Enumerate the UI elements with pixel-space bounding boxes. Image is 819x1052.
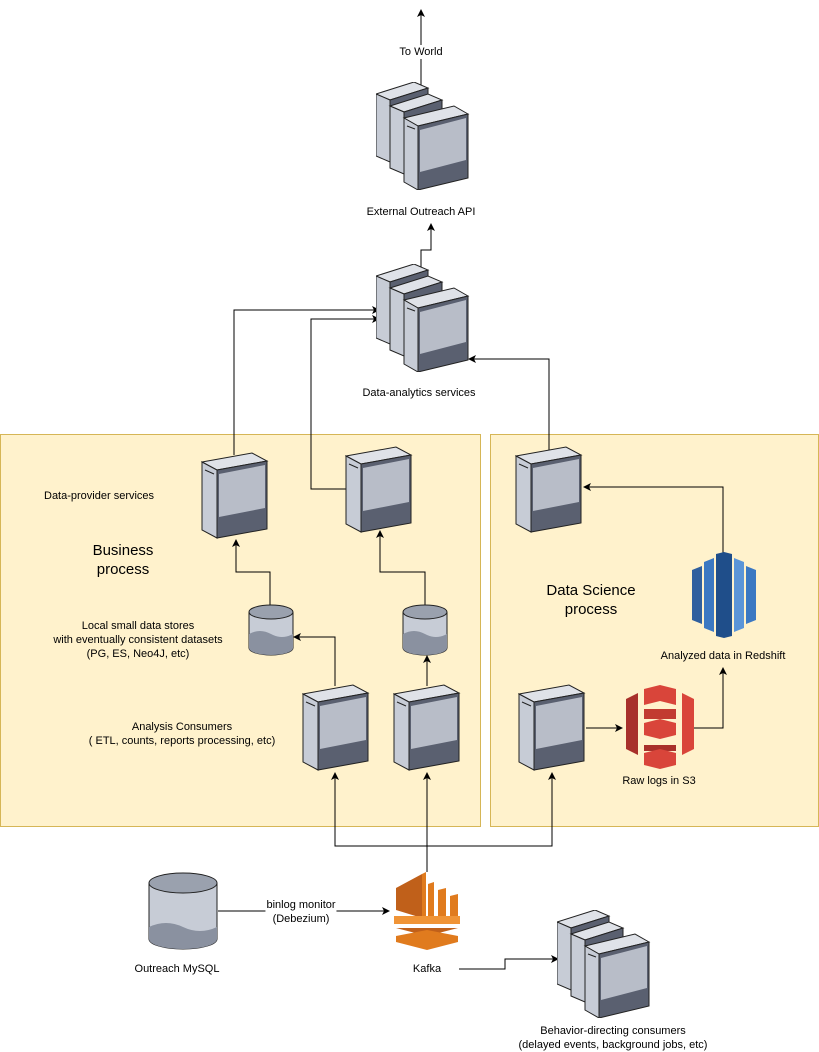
- edge-store1-to-provider: [232, 539, 271, 607]
- database-icon: [148, 872, 218, 950]
- data-provider-server: [201, 452, 269, 540]
- business-process-line-2: process: [96, 561, 150, 578]
- edge-kafka-to-behavior: [459, 955, 559, 970]
- business-server-2: [345, 446, 413, 534]
- business-process-title: Business process: [93, 541, 154, 579]
- local-stores-line-3: (PG, ES, Neo4J, etc): [86, 648, 190, 660]
- local-store-db-2: [402, 604, 448, 656]
- analysis-consumer-server-2: [393, 684, 461, 772]
- local-stores-label: Local small data stores with eventually …: [53, 619, 222, 661]
- server-icon: [345, 446, 413, 533]
- edge-s3-to-redshift: [694, 667, 727, 729]
- database-icon: [402, 604, 448, 656]
- binlog-monitor-line-2: (Debezium): [272, 913, 330, 925]
- analysis-consumers-label: Analysis Consumers ( ETL, counts, report…: [89, 720, 275, 748]
- local-stores-line-1: Local small data stores: [81, 620, 195, 632]
- analysis-consumer-server-1: [302, 684, 370, 772]
- binlog-monitor-label: binlog monitor (Debezium): [265, 898, 337, 926]
- s3-bucket-icon: [624, 685, 696, 769]
- server-icon: [302, 684, 370, 771]
- local-store-db-1: [248, 604, 294, 656]
- outreach-mysql-db: [148, 871, 218, 951]
- local-stores-line-2: with eventually consistent datasets: [53, 634, 223, 646]
- edge-analytics-to-api: [420, 223, 435, 268]
- analysis-consumers-line-1: Analysis Consumers: [131, 721, 233, 733]
- to-world-label: To World: [398, 45, 444, 59]
- behavior-consumers-line-1: Behavior-directing consumers: [540, 1025, 686, 1037]
- external-api-label: External Outreach API: [366, 206, 476, 218]
- edge-provider-to-analytics: [233, 306, 380, 455]
- server-stack-icon: [376, 264, 470, 372]
- redshift-icon: [690, 552, 758, 638]
- raw-logs-s3-label: Raw logs in S3: [622, 775, 696, 787]
- data-science-line-1: Data Science: [546, 582, 636, 599]
- server-icon: [201, 452, 269, 539]
- behavior-consumers-line-2: (delayed events, background jobs, etc): [518, 1039, 708, 1051]
- edge-ds-server-to-analytics: [468, 355, 550, 450]
- data-science-line-2: process: [564, 601, 618, 618]
- kafka-label: Kafka: [412, 963, 442, 975]
- edge-redshift-to-ds-server: [583, 483, 724, 553]
- data-analytics-server-stack: [376, 264, 470, 372]
- behavior-consumers-label: Behavior-directing consumers (delayed ev…: [519, 1024, 708, 1052]
- analyzed-redshift-label: Analyzed data in Redshift: [660, 650, 786, 662]
- edge-kafka-to-ds-consumer: [427, 772, 556, 847]
- edge-store2-to-server2: [376, 530, 426, 608]
- data-analytics-label: Data-analytics services: [362, 387, 476, 399]
- behavior-consumers-server-stack: [557, 910, 651, 1018]
- data-science-process-title: Data Science process: [546, 581, 635, 619]
- server-icon: [515, 446, 583, 533]
- data-science-consumer-server: [518, 684, 586, 772]
- database-icon: [248, 604, 294, 656]
- outreach-mysql-label: Outreach MySQL: [134, 963, 220, 975]
- external-api-server-stack: [376, 82, 470, 190]
- server-stack-icon: [557, 910, 651, 1018]
- kafka-icon: [392, 870, 462, 952]
- server-icon: [393, 684, 461, 771]
- edge-consumer1-to-store1: [293, 633, 336, 686]
- business-process-line-1: Business: [92, 542, 154, 559]
- data-science-server: [515, 446, 583, 534]
- data-provider-label: Data-provider services: [44, 490, 155, 502]
- edge-business-server2-to-analytics: [310, 315, 380, 490]
- analysis-consumers-line-2: ( ETL, counts, reports processing, etc): [88, 735, 276, 747]
- edge-kafka-to-consumer1: [331, 772, 427, 847]
- server-icon: [518, 684, 586, 771]
- binlog-monitor-line-1: binlog monitor: [266, 899, 336, 911]
- server-stack-icon: [376, 82, 470, 190]
